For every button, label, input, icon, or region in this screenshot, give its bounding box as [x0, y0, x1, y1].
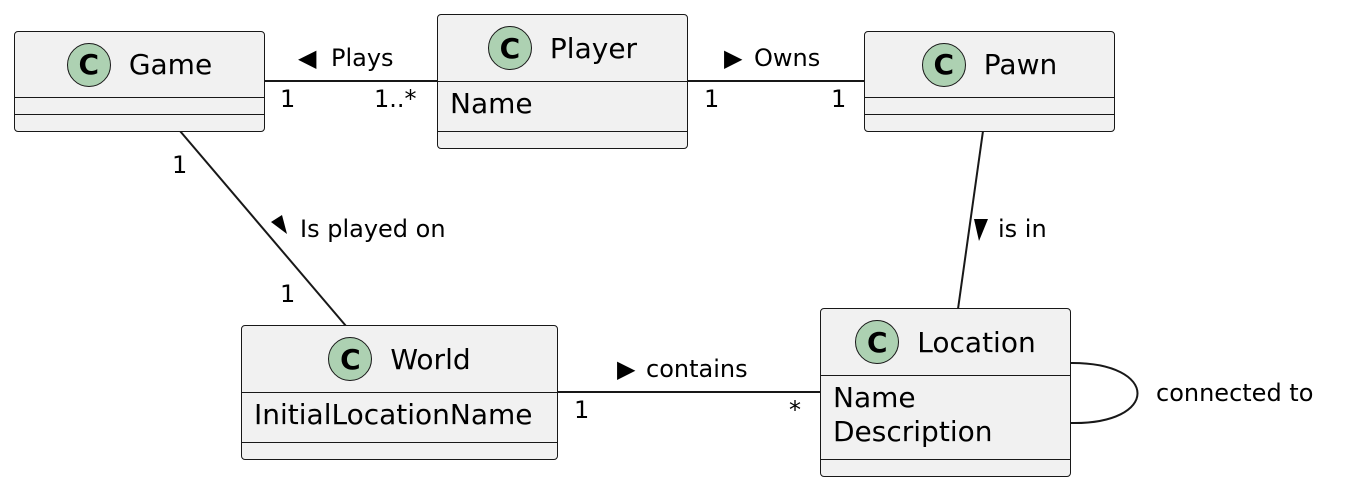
class-player[interactable]: C Player Name [437, 14, 688, 149]
class-header: C Game [15, 32, 264, 98]
assoc-line-location-self [1069, 361, 1139, 425]
assoc-arrow-owns: ▶ [724, 44, 743, 72]
assoc-arrow-contains: ▶ [617, 355, 636, 383]
attribute: Name [833, 381, 916, 414]
assoc-line-game-world [179, 130, 347, 327]
mult-player-plays: 1..* [374, 85, 417, 113]
attributes-section: InitialLocationName [242, 393, 557, 443]
class-icon: C [328, 337, 373, 381]
class-game[interactable]: C Game [14, 31, 265, 132]
class-icon: C [855, 320, 900, 364]
assoc-arrow-is-in [974, 219, 988, 241]
class-header: C Location [821, 309, 1070, 376]
class-location[interactable]: C Location Name Description [820, 308, 1071, 477]
class-icon: C [921, 42, 966, 87]
mult-world-contains: 1 [574, 396, 589, 424]
attributes-section [15, 98, 264, 115]
assoc-label-plays: Plays [331, 44, 394, 72]
assoc-arrow-is-played-on [271, 215, 287, 234]
mult-game-world: 1 [172, 151, 187, 179]
attributes-section: Name Description [821, 376, 1070, 460]
assoc-label-is-played-on: Is played on [300, 215, 446, 243]
mult-pawn-owns: 1 [831, 85, 846, 113]
mult-player-owns: 1 [704, 85, 719, 113]
class-header: C World [242, 326, 557, 393]
class-header: C Player [438, 15, 687, 82]
assoc-arrow-plays: ◀ [298, 44, 317, 72]
attribute: Name [450, 87, 533, 120]
class-icon: C [66, 42, 111, 87]
class-icon: C [487, 26, 532, 70]
class-pawn[interactable]: C Pawn [864, 31, 1115, 132]
mult-location-contains: * [789, 396, 801, 424]
class-header: C Pawn [865, 32, 1114, 98]
class-world[interactable]: C World InitialLocationName [241, 325, 558, 460]
assoc-label-connected-to: connected to [1156, 379, 1313, 407]
attributes-section [865, 98, 1114, 115]
class-name: Location [917, 325, 1036, 359]
class-name: World [390, 342, 471, 376]
assoc-label-is-in: is in [998, 215, 1047, 243]
class-name: Player [549, 31, 638, 65]
attribute: Description [833, 415, 993, 448]
attribute: InitialLocationName [254, 398, 533, 431]
mult-world-game: 1 [280, 280, 295, 308]
assoc-line-pawn-location [957, 130, 984, 310]
class-name: Game [128, 48, 213, 81]
class-name: Pawn [983, 48, 1058, 81]
assoc-label-contains: contains [646, 355, 748, 383]
attributes-section: Name [438, 82, 687, 132]
mult-game-plays: 1 [280, 85, 295, 113]
assoc-label-owns: Owns [754, 44, 820, 72]
